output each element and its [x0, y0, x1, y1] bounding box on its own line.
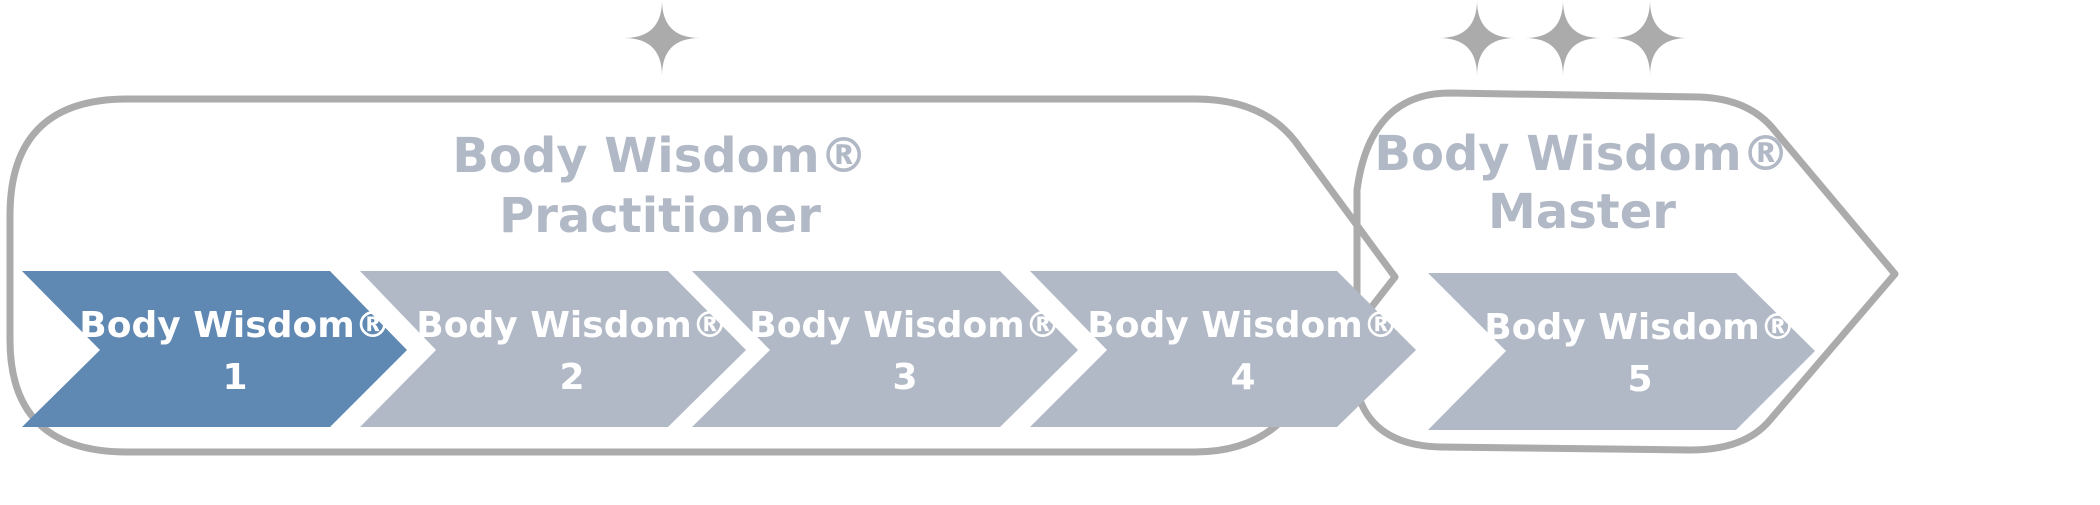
chevron-shape [692, 271, 1078, 427]
sparkle-icon [1612, 0, 1688, 76]
step-chevron-3[interactable]: Body Wisdom® 3 [692, 271, 1078, 427]
chevron-shape [360, 271, 746, 427]
step-5-name: Body Wisdom® [1484, 307, 1795, 348]
sparkle-icon [1439, 0, 1515, 76]
chevron-shape [1428, 273, 1815, 430]
master-sparkles [1439, 0, 1688, 76]
chevron-shape [22, 271, 407, 427]
practitioner-sparkles [624, 0, 700, 76]
practitioner-title-line1: Body Wisdom® [452, 128, 867, 184]
master-title-line2: Master [1488, 184, 1676, 240]
step-4-name: Body Wisdom® [1087, 305, 1398, 346]
step-2-number: 2 [559, 357, 584, 398]
step-3-name: Body Wisdom® [749, 305, 1060, 346]
master-title-line1: Body Wisdom® [1374, 126, 1789, 182]
step-chevron-4[interactable]: Body Wisdom® 4 [1030, 271, 1416, 427]
step-1-number: 1 [222, 357, 247, 398]
sparkle-icon [624, 0, 700, 76]
practitioner-group-outline [6, 95, 1399, 456]
step-5-number: 5 [1627, 359, 1652, 400]
step-chevron-1[interactable]: Body Wisdom® 1 [22, 271, 407, 427]
step-chevron-5[interactable]: Body Wisdom® 5 [1428, 273, 1815, 430]
step-chevron-2[interactable]: Body Wisdom® 2 [360, 271, 746, 427]
step-1-name: Body Wisdom® [79, 305, 390, 346]
sparkle-icon [1525, 0, 1601, 76]
step-4-number: 4 [1230, 357, 1255, 398]
practitioner-title-line2: Practitioner [499, 188, 821, 244]
chevron-shape [1030, 271, 1416, 427]
master-group-outline [1353, 89, 1899, 454]
step-2-name: Body Wisdom® [416, 305, 727, 346]
step-3-number: 3 [892, 357, 917, 398]
